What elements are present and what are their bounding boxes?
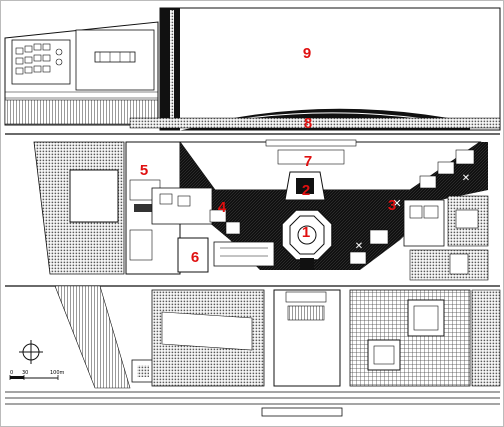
west-wing bbox=[151, 187, 275, 273]
scale-tick-30: 30 bbox=[22, 370, 28, 376]
gate-cross-icon: ✕ bbox=[462, 173, 470, 184]
north-arrow-icon bbox=[19, 340, 43, 364]
scale-bar: 0 30 100m bbox=[9, 370, 65, 380]
marker-5: 5 bbox=[140, 162, 148, 179]
marker-9: 9 bbox=[303, 45, 311, 62]
main-complex-mass bbox=[180, 142, 488, 270]
southwest-district bbox=[54, 285, 155, 389]
east-wing: ✕ ✕ ✕ ✕ bbox=[349, 143, 489, 281]
tree-row-north bbox=[129, 117, 501, 129]
scale-tick-0: 0 bbox=[10, 370, 13, 376]
gate-cross-icon: ✕ bbox=[440, 143, 448, 154]
marker-3: 3 bbox=[388, 197, 396, 214]
central-court bbox=[179, 139, 482, 191]
marker-8: 8 bbox=[304, 115, 312, 132]
scale-tick-100m: 100m bbox=[50, 370, 65, 376]
marker-6: 6 bbox=[191, 249, 199, 266]
southern-road bbox=[5, 391, 500, 417]
gate-cross-icon: ✕ bbox=[355, 241, 363, 252]
marker-2: 2 bbox=[302, 182, 310, 199]
northern-park bbox=[159, 7, 501, 131]
northwest-housing-block bbox=[4, 21, 159, 126]
central-monument bbox=[281, 209, 333, 270]
marker-1: 1 bbox=[302, 224, 310, 241]
gate-cross-icon: ✕ bbox=[392, 197, 401, 210]
marker-4: 4 bbox=[218, 199, 227, 216]
south-blocks bbox=[151, 289, 501, 387]
markers: 9 8 7 5 2 3 4 1 6 bbox=[140, 45, 396, 266]
west-district bbox=[33, 141, 181, 275]
marker-7: 7 bbox=[304, 153, 312, 170]
